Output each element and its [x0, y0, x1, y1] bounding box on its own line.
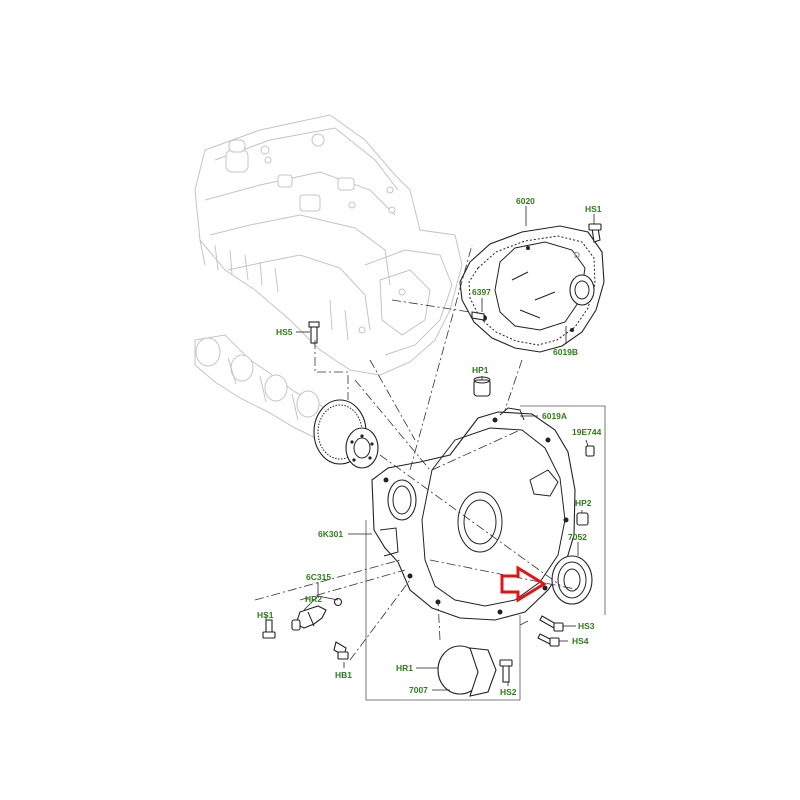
label-hs5: HS5 [276, 327, 293, 337]
label-6019b: 6019B [553, 347, 578, 357]
label-hs3: HS3 [578, 621, 595, 631]
flywheel-gear [313, 399, 379, 469]
label-hr2: HR2 [305, 594, 322, 604]
label-hs2: HS2 [500, 687, 517, 697]
label-hs4: HS4 [572, 636, 589, 646]
engine-block-ghost [194, 114, 463, 376]
label-6020: 6020 [516, 196, 535, 206]
rear-crank-seal [551, 555, 593, 605]
label-hb1: HB1 [335, 670, 352, 680]
bolts [262, 223, 602, 683]
seal-and-cover [437, 645, 497, 697]
crank-position-sensor [291, 597, 343, 631]
label-19e744: 19E744 [572, 427, 602, 437]
label-6k301: 6K301 [318, 529, 343, 539]
label-hr1: HR1 [396, 663, 413, 673]
timing-cover-rear: D [459, 225, 605, 353]
label-6019a: 6019A [542, 411, 567, 421]
label-6397: 6397 [472, 287, 491, 297]
phantom-lines [254, 244, 581, 661]
label-7052: 7052 [568, 532, 587, 542]
label-6c315: 6C315 [306, 572, 331, 582]
svg-text:D: D [574, 250, 580, 260]
highlight-arrow-icon [500, 565, 547, 603]
label-hp2: HP2 [575, 498, 592, 508]
crankshaft-ghost [194, 334, 346, 446]
part-labels: 6020 HS1 6397 HS5 6019B HP1 6019A 19E744… [257, 196, 602, 697]
label-hs1-left: HS1 [257, 610, 274, 620]
label-hs1-top: HS1 [585, 204, 602, 214]
label-hp1: HP1 [472, 365, 489, 375]
flywheel-housing [371, 407, 576, 621]
callout-bracket [365, 405, 606, 701]
plugs [473, 376, 595, 526]
leader-lines [265, 206, 595, 691]
label-7007: 7007 [409, 685, 428, 695]
